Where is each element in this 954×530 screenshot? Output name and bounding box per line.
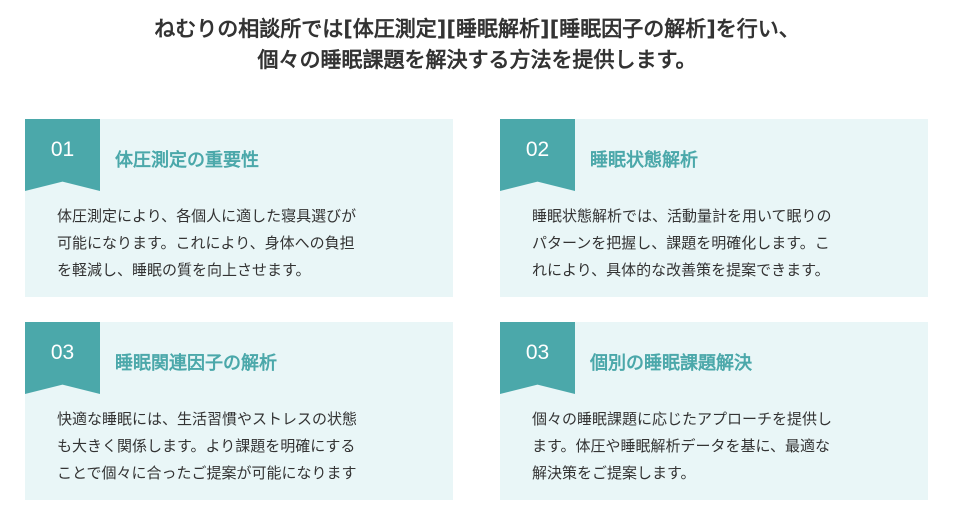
feature-card-sleep-analysis: 02 睡眠状態解析 睡眠状態解析では、活動量計を用いて眠りの パターンを把握し、…: [500, 119, 928, 297]
card-description-line: ます。体圧や睡眠解析データを基に、最適な: [532, 437, 831, 455]
card-description-line: 快適な睡眠には、生活習慣やストレスの状態: [57, 410, 358, 428]
card-description: 個々の睡眠課題に応じたアプローチを提供し ます。体圧や睡眠解析データを基に、最適…: [532, 406, 902, 487]
card-number-badge: 03: [500, 322, 575, 394]
card-title: 睡眠関連因子の解析: [115, 353, 277, 374]
card-title: 体圧測定の重要性: [115, 150, 259, 171]
card-number-badge: 02: [500, 119, 575, 191]
card-number-badge: 03: [25, 322, 100, 394]
card-description-line: も大きく関係します。より課題を明確にする: [57, 437, 356, 455]
feature-card-body-pressure: 01 体圧測定の重要性 体圧測定により、各個人に適した寝具選びが 可能になります…: [25, 119, 453, 297]
card-title: 個別の睡眠課題解決: [590, 353, 752, 374]
card-description: 睡眠状態解析では、活動量計を用いて眠りの パターンを把握し、課題を明確化します。…: [532, 203, 902, 284]
feature-card-sleep-factors: 03 睡眠関連因子の解析 快適な睡眠には、生活習慣やストレスの状態 も大きく関係…: [25, 322, 453, 500]
card-description-line: を軽減し、睡眠の質を向上させます。: [57, 261, 311, 279]
card-description-line: パターンを把握し、課題を明確化します。こ: [532, 234, 830, 252]
card-description: 快適な睡眠には、生活習慣やストレスの状態 も大きく関係します。より課題を明確にす…: [57, 406, 427, 487]
headline-line-1: ねむりの相談所では[体圧測定][睡眠解析][睡眠因子の解析]を行い、: [154, 17, 800, 41]
card-description: 体圧測定により、各個人に適した寝具選びが 可能になります。これにより、身体への負…: [57, 203, 427, 284]
card-description-line: 個々の睡眠課題に応じたアプローチを提供し: [532, 410, 833, 428]
card-description-line: 可能になります。これにより、身体への負担: [57, 234, 355, 252]
card-description-line: 体圧測定により、各個人に適した寝具選びが: [57, 207, 357, 225]
card-description-line: 睡眠状態解析では、活動量計を用いて眠りの: [532, 207, 832, 225]
feature-card-individual-solution: 03 個別の睡眠課題解決 個々の睡眠課題に応じたアプローチを提供し ます。体圧や…: [500, 322, 928, 500]
card-title: 睡眠状態解析: [590, 150, 698, 171]
card-description-line: れにより、具体的な改善策を提案できます。: [532, 261, 830, 279]
card-description-line: ことで個々に合ったご提案が可能になります: [57, 464, 357, 482]
card-number-badge: 01: [25, 119, 100, 191]
headline-line-2: 個々の睡眠課題を解決する方法を提供します。: [257, 48, 697, 72]
page-headline: ねむりの相談所では[体圧測定][睡眠解析][睡眠因子の解析]を行い、 個々の睡眠…: [0, 14, 954, 76]
card-description-line: 解決策をご提案します。: [532, 464, 696, 482]
